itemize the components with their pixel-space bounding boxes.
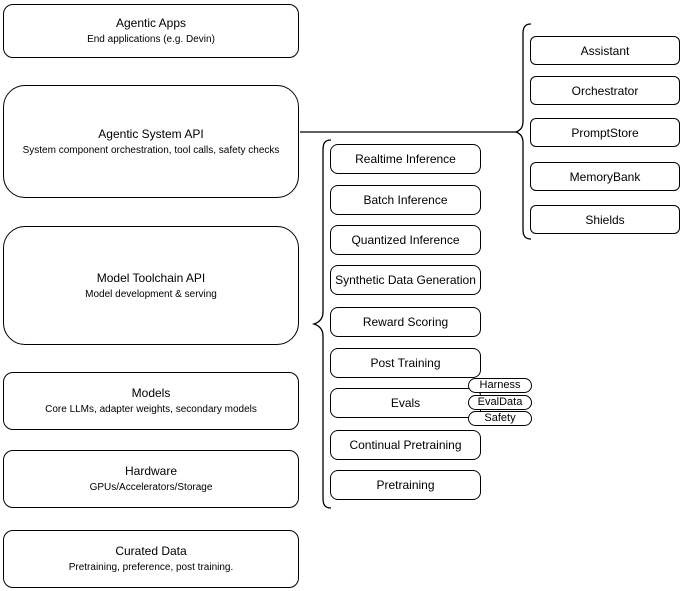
node-realtime-inference: Realtime Inference <box>330 144 481 174</box>
node-assistant: Assistant <box>530 36 680 65</box>
node-title: Agentic Apps <box>115 16 187 30</box>
node-post-training: Post Training <box>330 348 481 378</box>
node-promptstore: PromptStore <box>530 118 680 147</box>
pill-safety: Safety <box>468 411 532 426</box>
node-title: Curated Data <box>115 544 187 558</box>
node-title: Hardware <box>124 464 178 478</box>
node-hardware: Hardware GPUs/Accelerators/Storage <box>3 450 299 508</box>
node-agentic-system-api: Agentic System API System component orch… <box>3 85 299 198</box>
node-agentic-apps: Agentic Apps End applications (e.g. Devi… <box>3 4 299 58</box>
node-memorybank: MemoryBank <box>530 162 680 191</box>
pill-evaldata: EvalData <box>468 395 532 410</box>
node-quantized-inference: Quantized Inference <box>330 225 481 255</box>
node-evals: Evals <box>330 388 481 418</box>
node-title: Models <box>131 386 171 400</box>
node-title: Model Toolchain API <box>96 270 206 285</box>
node-synthetic-data-generation: Synthetic Data Generation <box>330 265 481 295</box>
node-orchestrator: Orchestrator <box>530 76 680 105</box>
pill-harness: Harness <box>468 378 532 393</box>
node-continual-pretraining: Continual Pretraining <box>330 430 481 460</box>
node-reward-scoring: Reward Scoring <box>330 307 481 337</box>
node-models: Models Core LLMs, adapter weights, secon… <box>3 372 299 430</box>
node-pretraining: Pretraining <box>330 470 481 500</box>
node-curated-data: Curated Data Pretraining, preference, po… <box>3 530 299 588</box>
node-subtitle: Core LLMs, adapter weights, secondary mo… <box>45 404 257 415</box>
node-subtitle: GPUs/Accelerators/Storage <box>89 482 213 493</box>
node-subtitle: System component orchestration, tool cal… <box>22 144 280 156</box>
node-shields: Shields <box>530 205 680 234</box>
system-components-brace <box>514 23 532 240</box>
node-batch-inference: Batch Inference <box>330 185 481 215</box>
toolchain-group-brace <box>311 139 332 509</box>
node-model-toolchain-api: Model Toolchain API Model development & … <box>3 226 299 345</box>
node-subtitle: End applications (e.g. Devin) <box>87 34 215 45</box>
node-subtitle: Pretraining, preference, post training. <box>68 562 234 573</box>
node-title: Agentic System API <box>98 126 204 141</box>
node-subtitle: Model development & serving <box>85 288 217 300</box>
